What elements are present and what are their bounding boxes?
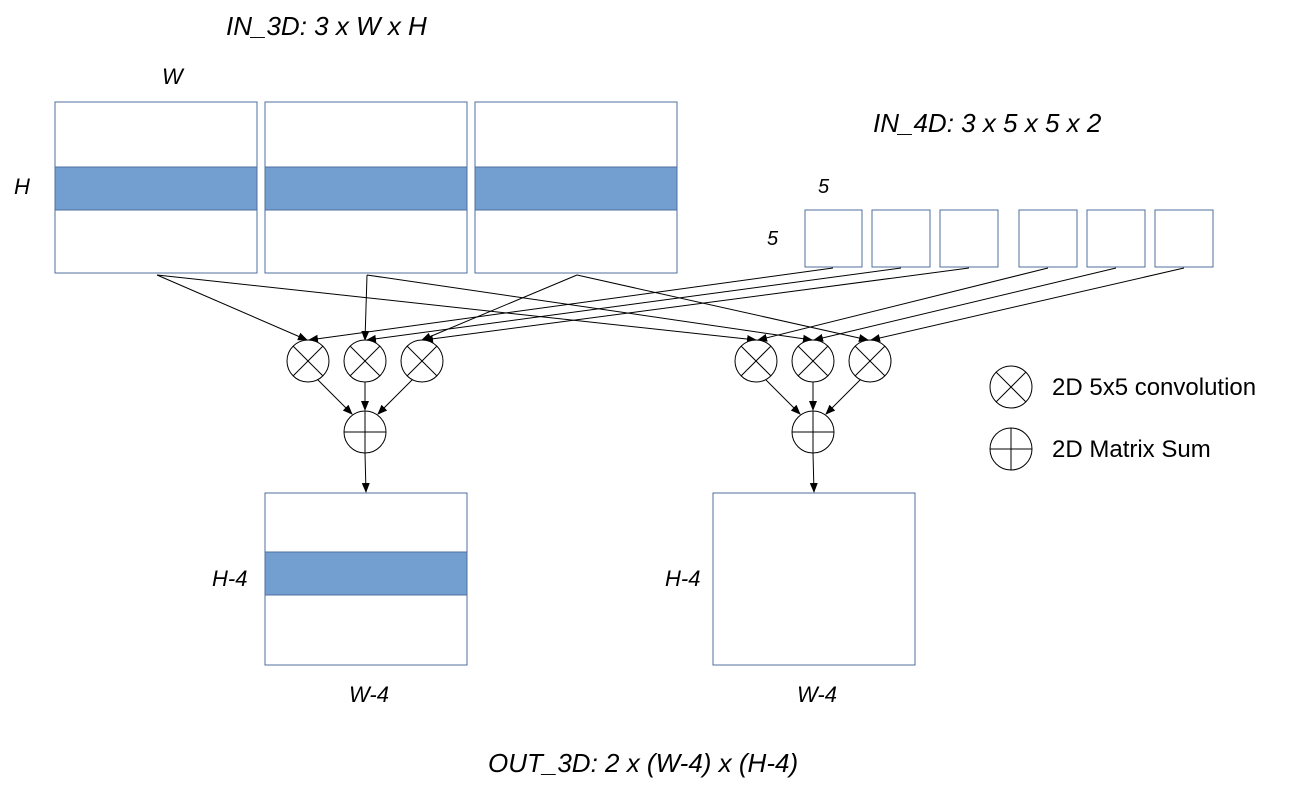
circle-times-icon bbox=[989, 365, 1033, 409]
circle-times-icon bbox=[791, 339, 835, 383]
edges-conv-to-sum bbox=[317, 379, 861, 415]
output-2-width-label: W-4 bbox=[797, 682, 837, 707]
legend-convolution-label: 2D 5x5 convolution bbox=[1052, 374, 1256, 401]
input-4d-title: IN_4D: 3 x 5 x 5 x 2 bbox=[873, 108, 1102, 138]
input-3d-channels bbox=[54, 101, 678, 274]
circle-times-icon bbox=[286, 339, 330, 383]
kernel-6 bbox=[1154, 209, 1214, 268]
circle-times-icon bbox=[343, 339, 387, 383]
kernel-2 bbox=[871, 209, 931, 268]
legend-sum-label: 2D Matrix Sum bbox=[1052, 436, 1211, 463]
input-channel-2-row bbox=[264, 166, 468, 211]
output-1-height-label: H-4 bbox=[212, 566, 247, 591]
output-channel-1: H-4 W-4 bbox=[212, 492, 468, 707]
kernel-1 bbox=[804, 209, 863, 268]
circle-times-icon bbox=[400, 339, 444, 383]
circle-times-icon bbox=[734, 339, 778, 383]
input-channel-1-row bbox=[54, 166, 258, 211]
output-box-1-row bbox=[264, 551, 468, 596]
kernel-height-label: 5 bbox=[767, 228, 779, 250]
output-channel-2: H-4 W-4 bbox=[665, 492, 916, 707]
output-1-width-label: W-4 bbox=[349, 682, 389, 707]
input-3d-width-label: W bbox=[162, 64, 185, 89]
edges-input-to-conv bbox=[156, 267, 1185, 344]
conv-group-2 bbox=[734, 339, 892, 383]
input-3d-height-label: H bbox=[14, 174, 30, 199]
kernels bbox=[804, 209, 1214, 268]
circle-plus-icon bbox=[791, 410, 835, 454]
output-2-height-label: H-4 bbox=[665, 566, 700, 591]
circle-times-icon bbox=[848, 339, 892, 383]
conv-group-1 bbox=[286, 339, 444, 383]
circle-plus-icon bbox=[989, 427, 1033, 471]
legend: 2D 5x5 convolution 2D Matrix Sum bbox=[989, 365, 1256, 471]
kernel-3 bbox=[939, 209, 999, 268]
kernel-5 bbox=[1086, 209, 1146, 268]
edges-sum-to-output bbox=[361, 452, 818, 493]
input-3d-title: IN_3D: 3 x W x H bbox=[226, 11, 427, 41]
kernel-4 bbox=[1018, 209, 1078, 268]
circle-plus-icon bbox=[343, 410, 387, 454]
output-3d-title: OUT_3D: 2 x (W-4) x (H-4) bbox=[488, 748, 798, 778]
input-channel-3-row bbox=[474, 166, 678, 211]
output-box-2 bbox=[712, 492, 916, 666]
kernel-width-label: 5 bbox=[818, 176, 830, 198]
